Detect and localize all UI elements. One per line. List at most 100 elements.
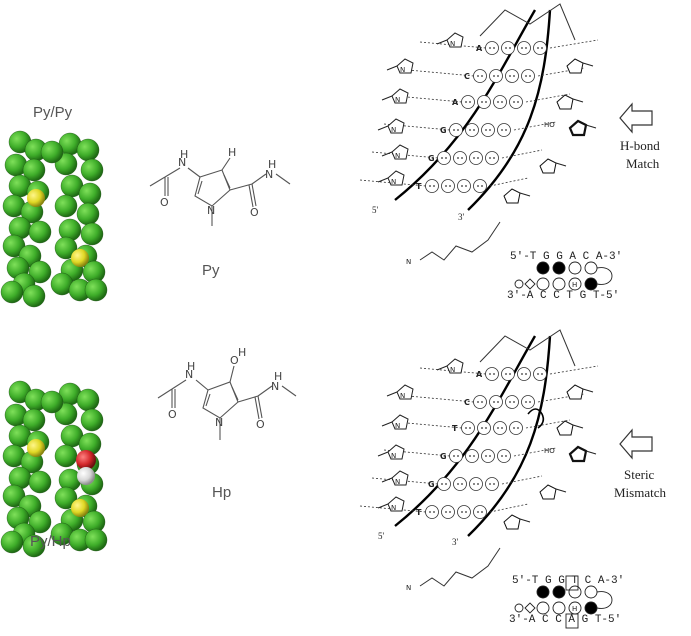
lone-pair-dot — [441, 157, 443, 159]
base-letter: G — [440, 452, 447, 461]
bond — [572, 98, 584, 103]
ring-circle — [552, 261, 566, 275]
base-circle — [437, 477, 451, 491]
lone-pair-dot — [469, 129, 471, 131]
base-circle — [485, 41, 499, 55]
lone-pair-dot — [469, 101, 471, 103]
lone-pair-dot — [541, 47, 543, 49]
atom-sphere — [80, 408, 104, 432]
hydrogen-bond — [525, 419, 571, 429]
base-circle — [517, 41, 531, 55]
py-structure-atoms: N H H N O O N H — [160, 146, 276, 219]
three-prime-end: 3' — [452, 537, 459, 547]
lone-pair-dot — [493, 483, 495, 485]
base-circle — [505, 69, 519, 83]
lone-pair-dot — [465, 185, 467, 187]
lone-pair-dot — [485, 455, 487, 457]
base-circle — [493, 95, 507, 109]
pyrrole-ring — [387, 496, 405, 512]
tail-chain — [419, 221, 501, 261]
steric-label: Steric — [624, 467, 655, 482]
mismatch-box — [565, 613, 579, 629]
lone-pair-dot — [497, 101, 499, 103]
bond — [555, 162, 567, 167]
pyrrole-ring — [391, 88, 409, 104]
lone-pair-dot — [493, 47, 495, 49]
hydrogen-bond — [407, 69, 475, 77]
bond — [585, 450, 597, 455]
base-circle — [425, 179, 439, 193]
atom-sphere — [22, 408, 46, 432]
model-label-py-hp: Py/Hp — [30, 533, 71, 550]
base-circle — [485, 477, 499, 491]
base-circle — [509, 421, 523, 435]
lone-pair-dot — [509, 373, 511, 375]
base-circle — [485, 367, 499, 381]
ring-circle — [584, 261, 598, 275]
base-circle — [425, 505, 439, 519]
base-circle — [489, 395, 503, 409]
pyrrole-ring — [566, 384, 584, 400]
pyrrole-ring — [446, 32, 464, 48]
three-prime-end: 3' — [458, 212, 465, 222]
atom-label: H — [228, 146, 236, 159]
mismatch-label: Mismatch — [614, 485, 666, 500]
lone-pair-dot — [505, 47, 507, 49]
atom-label: N — [215, 416, 223, 429]
atom-label: N — [395, 152, 400, 160]
base-letter: A — [452, 98, 459, 107]
pyrrole-ring — [391, 144, 409, 160]
lone-pair-dot — [445, 483, 447, 485]
lone-pair-dot — [489, 483, 491, 485]
base-letter: T — [416, 182, 422, 191]
atom-sphere — [40, 140, 64, 164]
pyrrole-ring — [391, 414, 409, 430]
lone-pair-dot — [473, 455, 475, 457]
base-letter: G — [428, 154, 435, 163]
lone-pair-dot — [453, 129, 455, 131]
base-circle — [505, 395, 519, 409]
atom-label: H — [180, 148, 188, 161]
ring-circle — [552, 585, 566, 599]
lone-pair-dot — [517, 101, 519, 103]
lone-pair-dot — [525, 373, 527, 375]
bond — [377, 177, 389, 183]
ring-circle — [568, 585, 582, 599]
lone-pair-dot — [501, 455, 503, 457]
bond — [582, 388, 594, 393]
bond — [585, 124, 597, 129]
bond — [377, 125, 389, 131]
match-label: Match — [626, 156, 660, 171]
base-circle — [453, 151, 467, 165]
hydrogen-bond — [549, 365, 599, 375]
lone-pair-dot — [433, 185, 435, 187]
lone-pair-dot — [445, 511, 447, 513]
lone-pair-dot — [513, 427, 515, 429]
pyrrole-ring — [387, 118, 405, 134]
base-circle — [521, 69, 535, 83]
atom-label: H — [238, 346, 246, 359]
oxygen-sphere — [76, 450, 96, 470]
lone-pair-dot — [505, 373, 507, 375]
lone-pair-dot — [465, 427, 467, 429]
lone-pair-dot — [481, 427, 483, 429]
lone-pair-dot — [457, 483, 459, 485]
base-circle — [473, 505, 487, 519]
atom-label: H — [268, 158, 276, 171]
sulfur-sphere — [71, 249, 89, 267]
atom-label: N — [391, 126, 396, 134]
atom-sphere — [80, 222, 104, 246]
atom-sphere — [28, 220, 52, 244]
py-structure — [149, 157, 291, 226]
lone-pair-dot — [489, 455, 491, 457]
atom-label: N — [265, 168, 273, 181]
lone-pair-dot — [461, 185, 463, 187]
hydrogen-bond — [501, 149, 543, 159]
lone-pair-dot — [445, 185, 447, 187]
lone-pair-dot — [473, 483, 475, 485]
hydrogen-bond — [395, 421, 463, 429]
atom-label: N — [400, 392, 405, 400]
base-circle — [497, 449, 511, 463]
